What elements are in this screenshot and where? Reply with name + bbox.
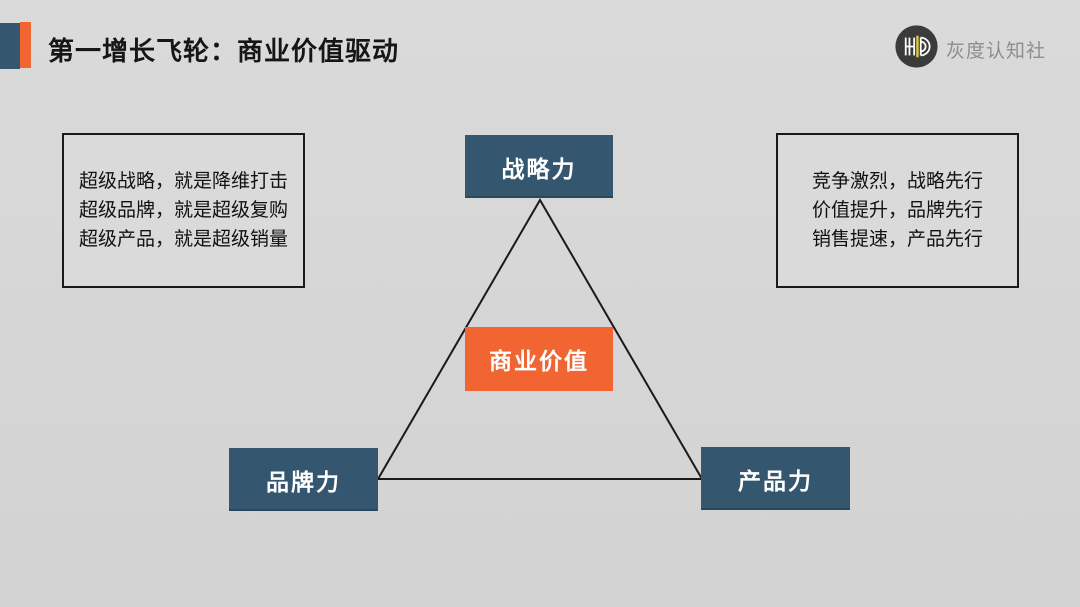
title-accent-orange-bar bbox=[20, 22, 31, 68]
right-note-line-2: 价值提升，品牌先行 bbox=[811, 200, 983, 221]
right-note-line-3: 销售提速，产品先行 bbox=[811, 229, 983, 250]
node-brand: 品牌力 bbox=[229, 448, 378, 511]
page-title: 第一增长飞轮：商业价值驱动 bbox=[48, 36, 400, 66]
right-note-box: 竞争激烈，战略先行 价值提升，品牌先行 销售提速，产品先行 bbox=[776, 133, 1019, 288]
right-note-text: 竞争激烈，战略先行 价值提升，品牌先行 销售提速，产品先行 bbox=[812, 167, 983, 254]
right-note-line-1: 竞争激烈，战略先行 bbox=[811, 171, 983, 192]
hd-logo-icon bbox=[894, 24, 939, 74]
node-strategy: 战略力 bbox=[465, 135, 613, 198]
title-accent-blue-square bbox=[0, 23, 20, 69]
brand-logo: 灰度认知社 bbox=[894, 24, 1046, 74]
left-note-line-1: 超级战略，就是降维打击 bbox=[78, 171, 288, 192]
node-product: 产品力 bbox=[701, 447, 850, 510]
left-note-line-2: 超级品牌，就是超级复购 bbox=[78, 200, 288, 221]
brand-logo-text: 灰度认知社 bbox=[945, 40, 1046, 62]
left-note-text: 超级战略，就是降维打击 超级品牌，就是超级复购 超级产品，就是超级销量 bbox=[79, 167, 288, 254]
left-note-line-3: 超级产品，就是超级销量 bbox=[78, 229, 288, 250]
node-business-value: 商业价值 bbox=[465, 327, 613, 391]
left-note-box: 超级战略，就是降维打击 超级品牌，就是超级复购 超级产品，就是超级销量 bbox=[62, 133, 305, 288]
